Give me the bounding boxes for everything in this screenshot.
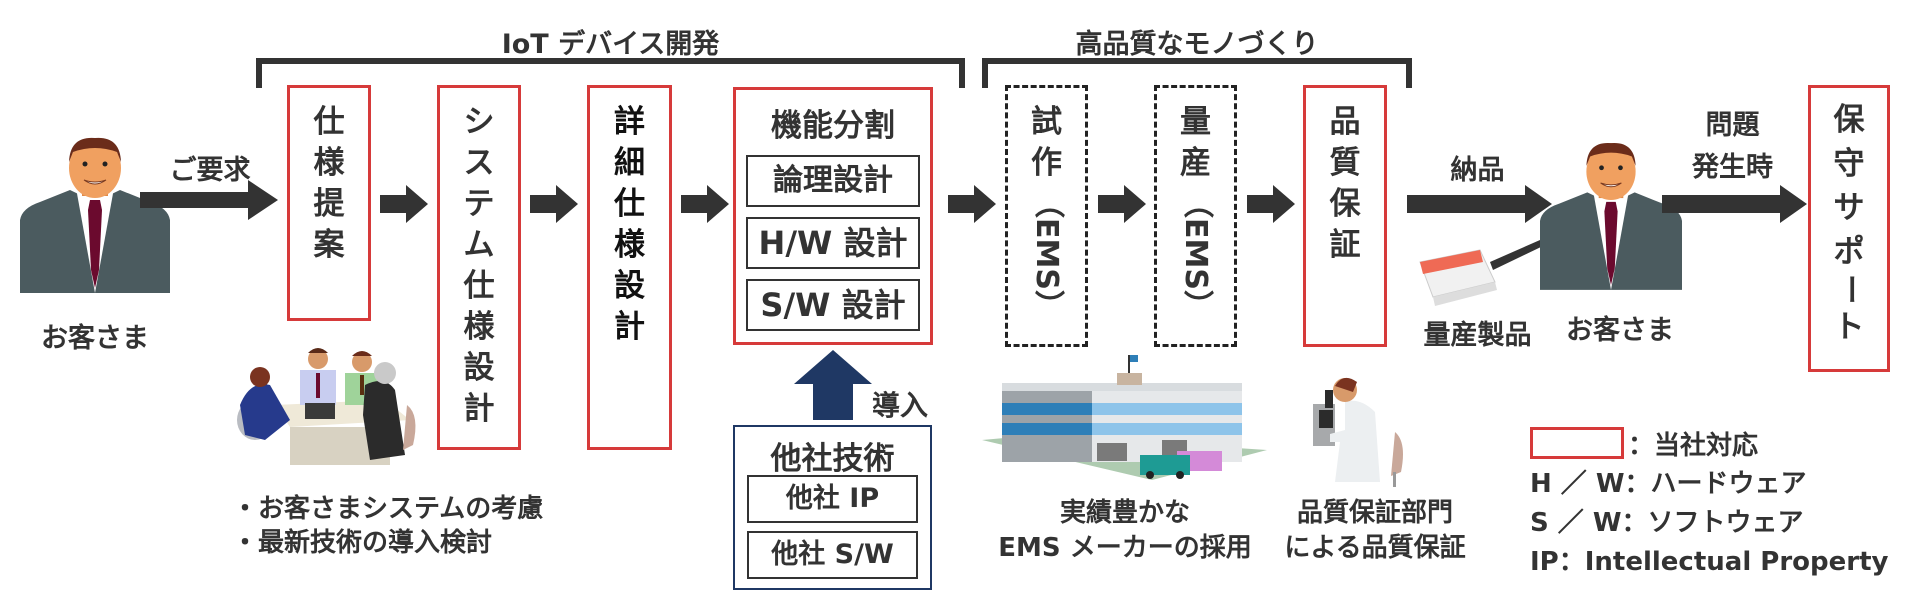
step-spec-proposal: 仕 様 提 案 (287, 85, 371, 321)
step-mass-production-text: 量 産 （EMS） (1178, 104, 1213, 320)
customer-person-icon (1540, 143, 1682, 290)
function-split-item: 論理設計 (746, 155, 920, 207)
factory-note: 実績豊かな (1059, 498, 1190, 528)
arrow-icon (530, 185, 578, 223)
customer2-label: お客さま (1566, 315, 1674, 346)
product-label: 量産製品 (1423, 320, 1532, 351)
step-system-spec-text: シ ス テ ム 仕 様 設 計 (463, 104, 495, 427)
step-maintenance-support: 保 守 サ ポ ー ト (1808, 85, 1890, 372)
qa-note: による品質保証 (1284, 533, 1466, 563)
step-detailed-spec-text: 詳 細 仕 様 設 計 (614, 104, 645, 345)
legend-own-label: ：当社対応 (1628, 431, 1759, 461)
step-detailed-spec: 詳 細 仕 様 設 計 (587, 85, 672, 450)
step-maintenance-support-text: 保 守 サ ポ ー ト (1831, 102, 1867, 345)
legend-hw: H ／ W：ハードウェア (1530, 469, 1807, 499)
step-function-split: 機能分割 論理設計 H/W 設計 S/W 設計 (733, 87, 933, 345)
qa-note: 品質保証部門 (1296, 498, 1453, 528)
step-quality-assurance-text: 品 質 保 証 (1329, 104, 1361, 263)
delivery-arrow-label: 納品 (1450, 155, 1505, 186)
group-label-iot: IoT デバイス開発 (501, 29, 720, 60)
qa-scientist-illustration-icon (1313, 377, 1403, 487)
step-quality-assurance: 品 質 保 証 (1303, 85, 1387, 347)
customer-person-icon (20, 137, 170, 293)
step-prototype: 試 作 （EMS） (1005, 85, 1088, 347)
step-prototype-text: 試 作 （EMS） (1029, 104, 1064, 320)
arrow-icon (681, 185, 729, 223)
request-arrow-icon (140, 180, 278, 220)
function-split-title: 機能分割 (771, 108, 895, 144)
import-arrow-label: 導入 (872, 389, 929, 422)
factory-illustration-icon (982, 355, 1267, 480)
meeting-note: ・お客さまシステムの考慮 (232, 494, 544, 524)
step-mass-production: 量 産 （EMS） (1154, 85, 1237, 347)
import-arrow-icon (794, 350, 872, 420)
arrow-icon (1247, 185, 1295, 223)
request-arrow-label: ご要求 (169, 155, 251, 186)
legend: ：当社対応 H ／ W：ハードウェア S ／ W：ソフトウェア IP：Intel… (1530, 425, 1930, 595)
function-split-item: H/W 設計 (746, 217, 920, 269)
customer-label: お客さま (41, 323, 149, 354)
delivery-arrow-icon (1407, 185, 1552, 223)
group-label-quality: 高品質なモノづくり (1075, 29, 1319, 60)
legend-ip: IP：Intellectual Property (1530, 547, 1889, 577)
arrow-icon (380, 185, 428, 223)
issue-arrow-label: 発生時 (1692, 152, 1773, 183)
arrow-icon (948, 185, 996, 223)
meeting-illustration-icon (237, 348, 416, 465)
issue-arrow-label: 問題 (1705, 110, 1760, 141)
function-split-item: S/W 設計 (746, 279, 920, 331)
third-party-item: 他社 IP (747, 475, 918, 523)
bracket-iot (256, 58, 965, 88)
third-party-tech-box: 他社技術 他社 IP 他社 S/W (733, 425, 932, 590)
issue-arrow-icon (1662, 185, 1807, 223)
factory-note: EMS メーカーの採用 (998, 533, 1252, 563)
step-system-spec: シ ス テ ム 仕 様 設 計 (437, 85, 521, 450)
product-device-icon (1419, 240, 1543, 306)
third-party-tech-title: 他社技術 (770, 441, 895, 477)
legend-sw: S ／ W：ソフトウェア (1530, 508, 1804, 538)
meeting-note: ・最新技術の導入検討 (232, 528, 493, 558)
step-spec-proposal-text: 仕 様 提 案 (313, 104, 345, 263)
legend-own-box (1530, 427, 1624, 459)
arrow-icon (1098, 185, 1146, 223)
bracket-quality (982, 58, 1412, 88)
third-party-item: 他社 S/W (747, 531, 918, 579)
